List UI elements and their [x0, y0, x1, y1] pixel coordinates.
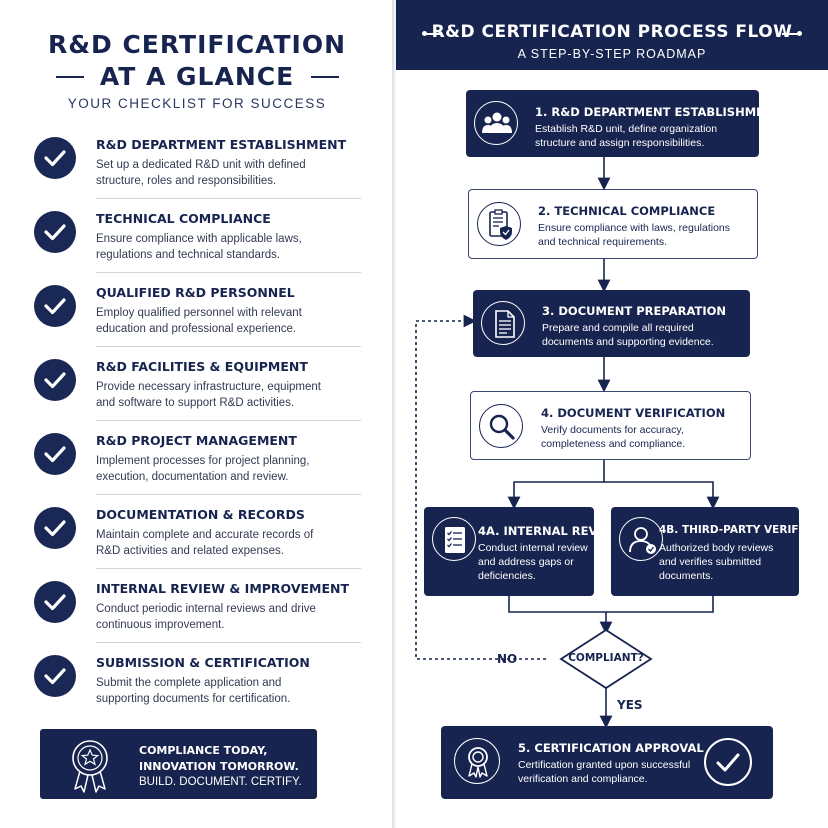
step-1-desc: Establish R&D unit, define organization …: [535, 123, 718, 149]
checklist-item-title: SUBMISSION & CERTIFICATION: [96, 655, 310, 670]
item-divider: [96, 642, 361, 643]
step-4-box: 4. DOCUMENT VERIFICATION Verify document…: [470, 391, 751, 460]
checklist-item-title: DOCUMENTATION & RECORDS: [96, 507, 305, 522]
footer-line2: INNOVATION TOMORROW.: [139, 760, 299, 773]
checklist-item-desc: Provide necessary infrastructure, equipm…: [96, 381, 321, 409]
step-4a-desc: Conduct internal review and address gaps…: [478, 542, 588, 582]
header-dash-left: [426, 33, 442, 35]
checkmark-icon: [34, 507, 76, 549]
checklist-item: R&D DEPARTMENT ESTABLISHMENT Set up a ded…: [34, 135, 362, 209]
header-dash-right: [782, 33, 798, 35]
step-4-title: 4. DOCUMENT VERIFICATION: [541, 406, 726, 420]
title-dash-right: [311, 76, 339, 78]
step-4-desc: Verify documents for accuracy, completen…: [541, 424, 686, 450]
item-divider: [96, 346, 361, 347]
checklist-item-desc: Submit the complete application and supp…: [96, 677, 291, 705]
step-2-box: 2. TECHNICAL COMPLIANCE Ensure complianc…: [468, 189, 758, 259]
checklist-item: TECHNICAL COMPLIANCE Ensure compliance wi…: [34, 209, 362, 283]
checklist-subtitle: YOUR CHECKLIST FOR SUCCESS: [67, 96, 327, 111]
checklist-item-desc: Maintain complete and accurate records o…: [96, 529, 314, 557]
clipboard-shield-icon: [477, 202, 521, 246]
checklist-item-title: R&D DEPARTMENT ESTABLISHMENT: [96, 137, 347, 152]
flow-title: R&D CERTIFICATION PROCESS FLOW: [431, 22, 793, 42]
checklist-icon: [432, 517, 476, 561]
document-icon: [481, 301, 525, 345]
checklist-title-line1: R&D CERTIFICATION: [47, 30, 347, 59]
yes-label: YES: [617, 698, 643, 712]
footer-banner: COMPLIANCE TODAY, INNOVATION TOMORROW. B…: [40, 729, 317, 799]
header-dot-left: [422, 31, 427, 36]
flow-connectors: [415, 157, 720, 729]
checkmark-icon: [34, 359, 76, 401]
item-divider: [96, 420, 361, 421]
checkmark-icon: [34, 211, 76, 253]
checklist-item-title: QUALIFIED R&D PERSONNEL: [96, 285, 295, 300]
step-4a-title: 4A. INTERNAL REVIEW: [478, 524, 623, 538]
step-1-box: 1. R&D DEPARTMENT ESTABLISHMENT Establis…: [466, 90, 781, 157]
checkmark-icon: [34, 655, 76, 697]
checklist-item-desc: Implement processes for project planning…: [96, 455, 310, 483]
checklist-item-desc: Conduct periodic internal reviews and dr…: [96, 603, 316, 631]
title-dash-left: [56, 76, 84, 78]
checkmark-icon: [34, 137, 76, 179]
item-divider: [96, 198, 361, 199]
checklist-item: QUALIFIED R&D PERSONNEL Employ qualified …: [34, 283, 362, 357]
step-4b-title: 4B. THIRD-PARTY VERIFICATION: [659, 524, 828, 536]
step-3-title: 3. DOCUMENT PREPARATION: [542, 304, 727, 318]
checklist-item: R&D FACILITIES & EQUIPMENT Provide necess…: [34, 357, 362, 431]
flow-subtitle: A STEP-BY-STEP ROADMAP: [517, 47, 707, 61]
step-2-desc: Ensure compliance with laws, regulations…: [538, 222, 731, 248]
flow-header: R&D CERTIFICATION PROCESS FLOW A STEP-BY…: [396, 0, 828, 70]
checkmark-icon: [34, 581, 76, 623]
award-ribbon-icon: [72, 740, 108, 793]
verifier-icon: [619, 517, 663, 561]
step-4a-box: 4A. INTERNAL REVIEW Conduct internal rev…: [424, 507, 622, 596]
step-3-box: 3. DOCUMENT PREPARATION Prepare and comp…: [473, 290, 750, 357]
checklist-item-title: R&D FACILITIES & EQUIPMENT: [96, 359, 308, 374]
decision-diamond: [559, 628, 653, 690]
magnifier-icon: [479, 404, 523, 448]
checklist-item-title: INTERNAL REVIEW & IMPROVEMENT: [96, 581, 350, 596]
checkmark-icon: [34, 433, 76, 475]
item-divider: [96, 494, 361, 495]
step-4b-desc: Authorized body reviews and verifies sub…: [659, 542, 774, 582]
checklist-item: SUBMISSION & CERTIFICATION Submit the com…: [34, 653, 362, 727]
step-3-desc: Prepare and compile all required documen…: [542, 322, 714, 348]
checklist-item-title: R&D PROJECT MANAGEMENT: [96, 433, 297, 448]
decision-label: COMPLIANT?: [568, 652, 644, 664]
approved-check-icon: [704, 738, 752, 786]
checklist-item-desc: Employ qualified personnel with relevant…: [96, 307, 302, 335]
checklist-title-line2: AT A GLANCE: [99, 62, 295, 91]
checklist-panel: R&D CERTIFICATION AT A GLANCE YOUR CHECK…: [0, 0, 394, 828]
arrow-4-to-4b: [604, 481, 720, 510]
item-divider: [96, 568, 361, 569]
step-5-title: 5. CERTIFICATION APPROVAL: [518, 741, 704, 755]
certificate-medal-icon: [454, 738, 500, 784]
no-label: NO: [497, 652, 518, 666]
process-flow-panel: R&D CERTIFICATION PROCESS FLOW A STEP-BY…: [396, 0, 828, 828]
footer-line3: BUILD. DOCUMENT. CERTIFY.: [139, 776, 302, 788]
checkmark-icon: [34, 285, 76, 327]
team-icon: [474, 101, 518, 145]
item-divider: [96, 272, 361, 273]
step-1-title: 1. R&D DEPARTMENT ESTABLISHMENT: [535, 105, 782, 119]
step-2-title: 2. TECHNICAL COMPLIANCE: [538, 204, 716, 218]
checklist-item-desc: Set up a dedicated R&D unit with defined…: [96, 159, 306, 187]
checklist-item-title: TECHNICAL COMPLIANCE: [96, 211, 271, 226]
checklist-item: DOCUMENTATION & RECORDS Maintain complete…: [34, 505, 362, 579]
merge-line: [508, 596, 714, 613]
arrow-4-to-4a: [507, 460, 605, 510]
checklist-item: R&D PROJECT MANAGEMENT Implement processe…: [34, 431, 362, 505]
step-5-desc: Certification granted upon successful ve…: [518, 759, 691, 785]
step-5-box: 5. CERTIFICATION APPROVAL Certification …: [441, 726, 773, 799]
step-4b-box: 4B. THIRD-PARTY VERIFICATION Authorized …: [611, 507, 828, 596]
footer-line1: COMPLIANCE TODAY,: [139, 744, 268, 757]
header-dot-right: [797, 31, 802, 36]
checklist-item: INTERNAL REVIEW & IMPROVEMENT Conduct per…: [34, 579, 362, 653]
checklist-item-desc: Ensure compliance with applicable laws, …: [96, 233, 302, 261]
arrow-no-loop: [415, 314, 546, 660]
